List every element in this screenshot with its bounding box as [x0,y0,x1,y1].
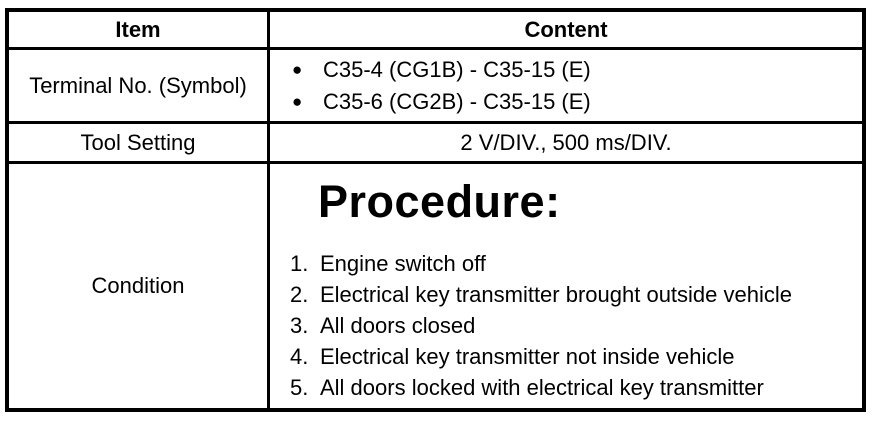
terminal-row-label-cell: Terminal No. (Symbol) [9,50,270,124]
tool-setting-label: Tool Setting [80,129,196,155]
diagnostic-condition-table: Item Content Terminal No. (Symbol) ● C35… [5,8,866,412]
bullet-icon: ● [292,59,303,79]
procedure-step: 4. Electrical key transmitter not inside… [290,341,862,372]
procedure-step: 3. All doors closed [290,310,862,341]
procedure-step: 2. Electrical key transmitter brought ou… [290,279,862,310]
step-number: 4. [290,344,309,369]
column-header-item-label: Item [115,16,161,42]
step-number: 5. [290,375,309,400]
step-text: Electrical key transmitter not inside ve… [320,344,735,369]
column-header-item: Item [9,12,270,50]
column-header-content: Content [270,12,862,50]
procedure-step: 1. Engine switch off [290,248,862,279]
terminal-pair-text: C35-6 (CG2B) - C35-15 (E) [323,88,591,114]
tool-setting-label-cell: Tool Setting [9,124,270,164]
step-text: Electrical key transmitter brought outsi… [320,282,792,307]
condition-content-cell: Procedure: 1. Engine switch off 2. Elect… [270,164,862,408]
terminal-row-label: Terminal No. (Symbol) [29,72,247,98]
column-header-content-label: Content [524,16,608,42]
terminal-pair-row: ● C35-4 (CG1B) - C35-15 (E) [292,54,862,86]
tool-setting-value: 2 V/DIV., 500 ms/DIV. [460,129,672,155]
step-number: 2. [290,282,309,307]
procedure-step: 5. All doors locked with electrical key … [290,372,862,403]
terminal-row-content-cell: ● C35-4 (CG1B) - C35-15 (E) ● C35-6 (CG2… [270,50,862,124]
procedure-step-list: 1. Engine switch off 2. Electrical key t… [270,248,862,403]
procedure-heading: Procedure: [318,176,561,227]
step-number: 1. [290,251,309,276]
step-number: 3. [290,313,309,338]
terminal-pair-row: ● C35-6 (CG2B) - C35-15 (E) [292,86,862,118]
step-text: All doors locked with electrical key tra… [320,375,764,400]
condition-label-cell: Condition [9,164,270,408]
condition-label: Condition [91,273,185,298]
step-text: All doors closed [320,313,476,338]
terminal-pair-text: C35-4 (CG1B) - C35-15 (E) [323,56,591,82]
bullet-icon: ● [292,91,303,111]
tool-setting-value-cell: 2 V/DIV., 500 ms/DIV. [270,124,862,164]
step-text: Engine switch off [320,251,486,276]
